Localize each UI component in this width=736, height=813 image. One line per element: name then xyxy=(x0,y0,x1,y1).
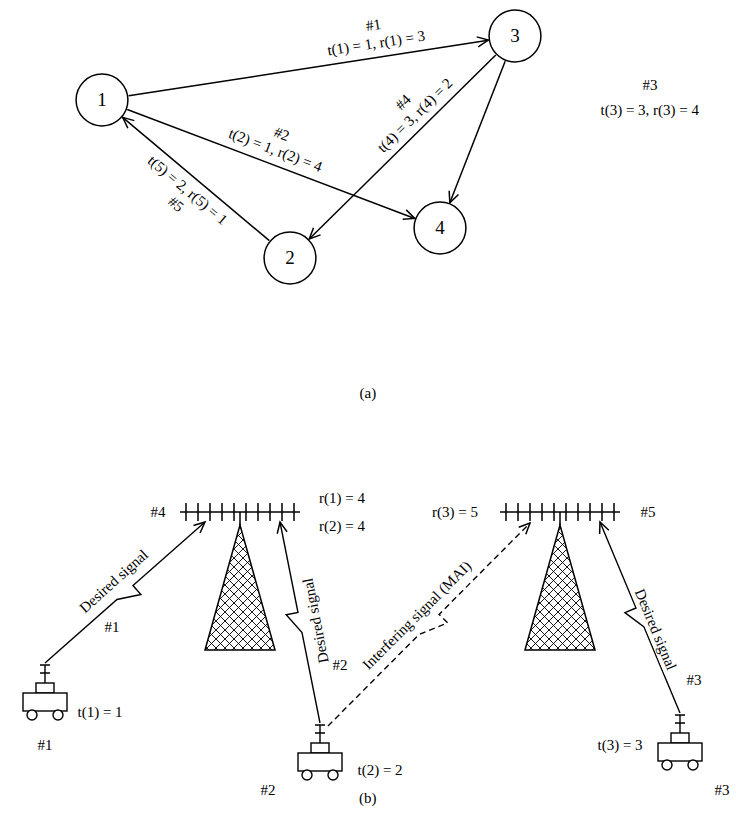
callout-number: #1 xyxy=(36,737,55,754)
signal-label: r(2) = 4 xyxy=(317,518,367,535)
panel-caption: (a) xyxy=(358,385,379,402)
station-node: 2 xyxy=(263,231,317,285)
node-number: 3 xyxy=(510,25,520,47)
callout-number: #1 xyxy=(362,15,383,35)
mobile-unit xyxy=(298,725,342,780)
node-number: 4 xyxy=(435,217,445,239)
mobile-unit xyxy=(658,715,702,770)
link-arrow xyxy=(449,61,505,203)
node-number: 2 xyxy=(285,247,295,269)
signal-label: Desired signal xyxy=(75,545,154,618)
signal-label: Desired signal xyxy=(299,574,333,666)
signal-label: t(3) = 3 xyxy=(596,737,645,754)
station-node: 4 xyxy=(413,201,467,255)
callout-number: #3 xyxy=(713,782,732,799)
callout-number: #2 xyxy=(331,657,350,674)
signal-label: r(1) = 4 xyxy=(317,490,367,507)
link-label: t(3) = 3, r(3) = 4 xyxy=(599,102,702,119)
callout-number: #3 xyxy=(641,77,660,94)
signal-label: Interfering signal (MAI) xyxy=(357,556,476,675)
link-label: t(4) = 3, r(4) = 2 xyxy=(372,73,457,157)
station-node: 1 xyxy=(75,73,129,127)
station-node: 3 xyxy=(488,9,542,63)
link-arrow xyxy=(309,55,496,239)
signal-label: Desired signal xyxy=(630,584,680,674)
callout-number: #5 xyxy=(639,504,658,521)
base-station-left xyxy=(180,503,300,650)
signal-label: t(2) = 2 xyxy=(356,762,405,779)
signal-label: t(1) = 1 xyxy=(76,704,125,721)
signal-arrows xyxy=(45,522,680,726)
mobile-unit xyxy=(23,665,67,720)
callout-number: #4 xyxy=(149,504,168,521)
callout-number: #2 xyxy=(259,782,278,799)
node-number: 1 xyxy=(97,89,107,111)
callout-number: #1 xyxy=(103,619,122,636)
panel-caption: (b) xyxy=(357,790,379,807)
signal-label: r(3) = 5 xyxy=(430,504,480,521)
callout-number: #3 xyxy=(685,672,704,689)
link-label: t(5) = 2, r(5) = 1 xyxy=(142,151,232,230)
